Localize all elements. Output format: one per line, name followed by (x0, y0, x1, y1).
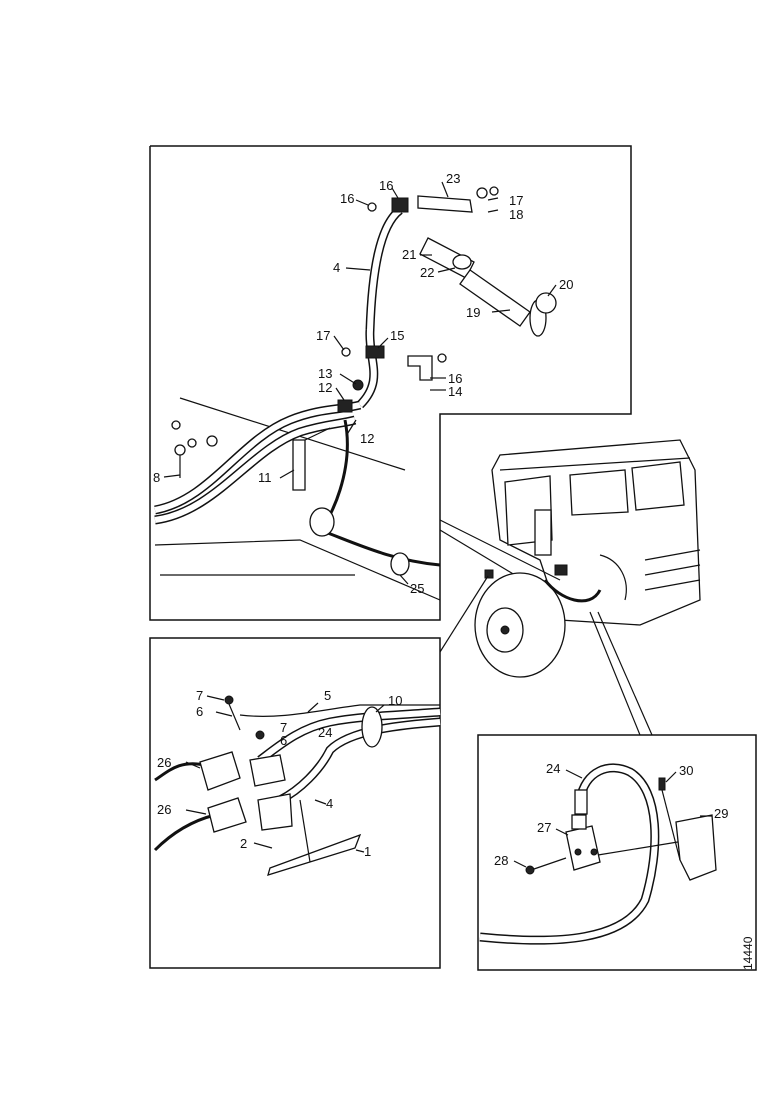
callout-label: 1 (364, 844, 371, 859)
plug-26 (199, 751, 241, 791)
callout-label: 22 (420, 265, 434, 280)
callout-label: 26 (157, 755, 171, 770)
callout-label: 10 (388, 693, 402, 708)
callout-label: 26 (157, 802, 171, 817)
top-panel (149, 145, 632, 621)
callout-label: 7 (280, 720, 287, 735)
clamp-15-top (391, 197, 409, 213)
bolt-7 (224, 695, 234, 705)
bolt-28 (525, 865, 535, 875)
bracket-11 (292, 439, 306, 491)
callout-label: 25 (410, 581, 424, 596)
clamp-15 (365, 345, 385, 359)
callout-label: 12 (318, 380, 332, 395)
pointer-line (597, 611, 653, 736)
plug-26-lower (207, 797, 247, 833)
bottom-left-panel (149, 637, 441, 969)
callout-label: 16 (379, 178, 393, 193)
callout-label: 6 (196, 704, 203, 719)
callout-label: 21 (402, 247, 416, 262)
bolt-16 (437, 353, 447, 363)
side-window (569, 469, 629, 516)
clamp-12 (337, 399, 353, 413)
callout-label: 7 (196, 688, 203, 703)
callout-label: 5 (324, 688, 331, 703)
callout-label: 24 (546, 761, 560, 776)
callout-label: 30 (679, 763, 693, 778)
callout-label: 15 (390, 328, 404, 343)
bracket-14 (407, 355, 433, 381)
ring-22 (452, 254, 472, 270)
callout-label: 8 (153, 470, 160, 485)
callout-label: 17 (509, 193, 523, 208)
bottom-left-labels: 7 5 10 6 7 6 24 26 26 4 2 1 (157, 688, 402, 859)
callout-label: 29 (714, 806, 728, 821)
callout-label: 13 (318, 366, 332, 381)
bottom-right-labels: 24 30 27 29 28 (494, 761, 728, 868)
callout-label: 23 (446, 171, 460, 186)
bottom-right-panel (477, 734, 757, 971)
stud-2 (299, 799, 311, 863)
callout-label: 28 (494, 853, 508, 868)
callout-label: 20 (559, 277, 573, 292)
plate-1 (267, 833, 362, 876)
bolt-8 (174, 444, 186, 456)
o-ring-20 (535, 292, 557, 314)
callout-label: 16 (448, 371, 462, 386)
coupling (249, 754, 286, 787)
callout-label: 16 (340, 191, 354, 206)
callout-label: 19 (466, 305, 480, 320)
top-panel-labels: 23 16 16 17 18 4 21 22 20 19 17 15 16 14… (153, 171, 573, 596)
hose-fitting (574, 789, 588, 815)
road-line (154, 539, 441, 601)
bolt-7b (255, 730, 265, 740)
callout-label: 2 (240, 836, 247, 851)
callout-label: 14 (448, 384, 462, 399)
figure-id-code: 14440 (741, 936, 755, 970)
callout-label: 18 (509, 207, 523, 222)
hose-on-truck (543, 579, 602, 603)
callout-label: 24 (318, 725, 332, 740)
coupling-lower (257, 793, 293, 831)
washer-18 (489, 186, 499, 196)
bolt-13 (352, 379, 364, 391)
mirror (534, 509, 552, 556)
callout-label: 17 (316, 328, 330, 343)
bolt-30 (658, 777, 666, 791)
windscreen (631, 461, 685, 511)
clip-25 (390, 552, 410, 576)
hose-26b (153, 813, 216, 852)
callout-label: 27 (537, 820, 551, 835)
callout-label: 4 (333, 260, 340, 275)
callout-label: 6 (280, 733, 287, 748)
top-panel-frame (149, 145, 632, 621)
grille (644, 549, 701, 591)
connector-19 (459, 269, 531, 327)
callout-label: 12 (360, 431, 374, 446)
clip-10 (361, 706, 383, 748)
pointer-line (589, 611, 641, 736)
truck-illustration (439, 439, 701, 736)
bracket-23 (417, 195, 473, 213)
bottom-left-frame (149, 637, 441, 969)
callout-label: 11 (258, 470, 272, 485)
clamp-ring (309, 507, 335, 537)
hose-26a (154, 762, 206, 782)
pointer-line (439, 575, 489, 653)
nut-17-top (476, 187, 488, 199)
bolt-16-top (367, 202, 377, 212)
cable-5 (239, 704, 440, 717)
callout-label: 4 (326, 796, 333, 811)
